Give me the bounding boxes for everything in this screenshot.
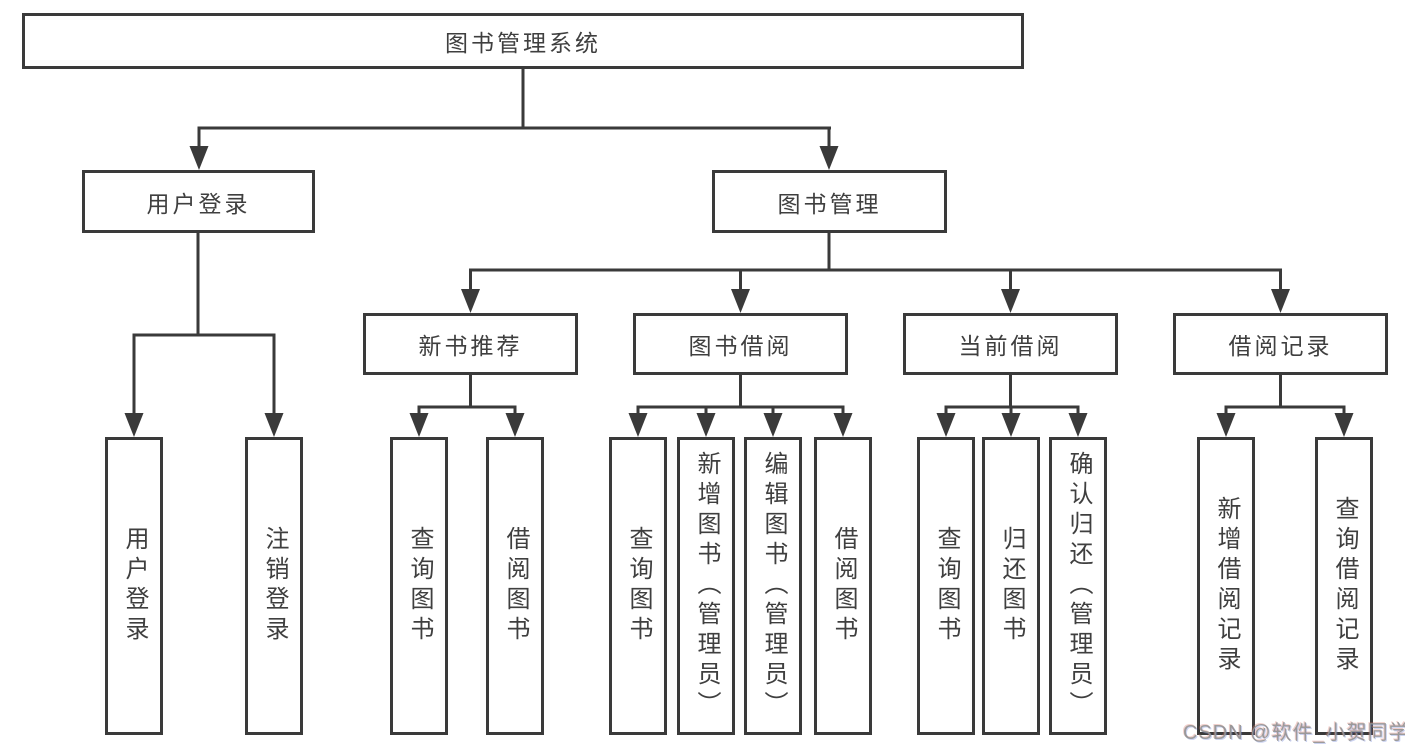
leaf-logout-label: 注销登录 [261,526,288,646]
leaf-borrow-books-1-label: 借阅图书 [502,526,529,646]
node-borrow-records: 借阅记录 [1173,313,1388,375]
leaf-add-borrow-record: 新增借阅记录 [1197,437,1255,735]
node-book-borrow-label: 图书借阅 [688,333,793,359]
leaf-query-books-2-label: 查询图书 [625,526,652,646]
node-user-login-label: 用户登录 [146,190,251,217]
leaf-query-books-2: 查询图书 [609,437,667,735]
csdn-watermark: CSDN @软件_小贺同学 [1183,722,1405,744]
leaf-borrow-books-2: 借阅图书 [814,437,872,735]
leaf-query-books-1-label: 查询图书 [406,526,433,646]
leaf-return-books: 归还图书 [982,437,1040,735]
leaf-query-books-1: 查询图书 [390,437,448,735]
leaf-return-books-label: 归还图书 [998,526,1025,646]
node-book-management-label: 图书管理 [777,190,882,217]
node-library-management-system-label: 图书管理系统 [445,30,601,56]
node-current-borrow: 当前借阅 [903,313,1118,375]
node-new-book-recommend-label: 新书推荐 [418,333,523,359]
node-user-login: 用户登录 [82,170,315,233]
node-current-borrow-label: 当前借阅 [958,333,1063,359]
leaf-query-books-3-label: 查询图书 [933,526,960,646]
leaf-logout: 注销登录 [245,437,303,735]
leaf-borrow-books-2-label: 借阅图书 [830,526,857,646]
leaf-add-borrow-record-label: 新增借阅记录 [1213,496,1240,676]
node-book-borrow: 图书借阅 [633,313,848,375]
leaf-borrow-books-1: 借阅图书 [486,437,544,735]
node-borrow-records-label: 借阅记录 [1228,333,1333,359]
leaf-query-borrow-record-label: 查询借阅记录 [1331,496,1358,676]
leaf-edit-books-admin: 编辑图书（管理员） [744,437,802,735]
node-new-book-recommend: 新书推荐 [363,313,578,375]
leaf-query-books-3: 查询图书 [917,437,975,735]
leaf-edit-books-admin-label: 编辑图书（管理员） [760,451,787,721]
leaf-user-login: 用户登录 [105,437,163,735]
leaf-confirm-return-admin-label: 确认归还（管理员） [1065,451,1092,721]
leaf-query-borrow-record: 查询借阅记录 [1315,437,1373,735]
leaf-add-books-admin-label: 新增图书（管理员） [693,451,720,721]
arrowheads [124,146,1354,437]
node-library-management-system: 图书管理系统 [22,13,1024,69]
leaf-add-books-admin: 新增图书（管理员） [677,437,735,735]
node-book-management: 图书管理 [712,170,947,233]
leaf-confirm-return-admin: 确认归还（管理员） [1049,437,1107,735]
leaf-user-login-label: 用户登录 [121,526,148,646]
